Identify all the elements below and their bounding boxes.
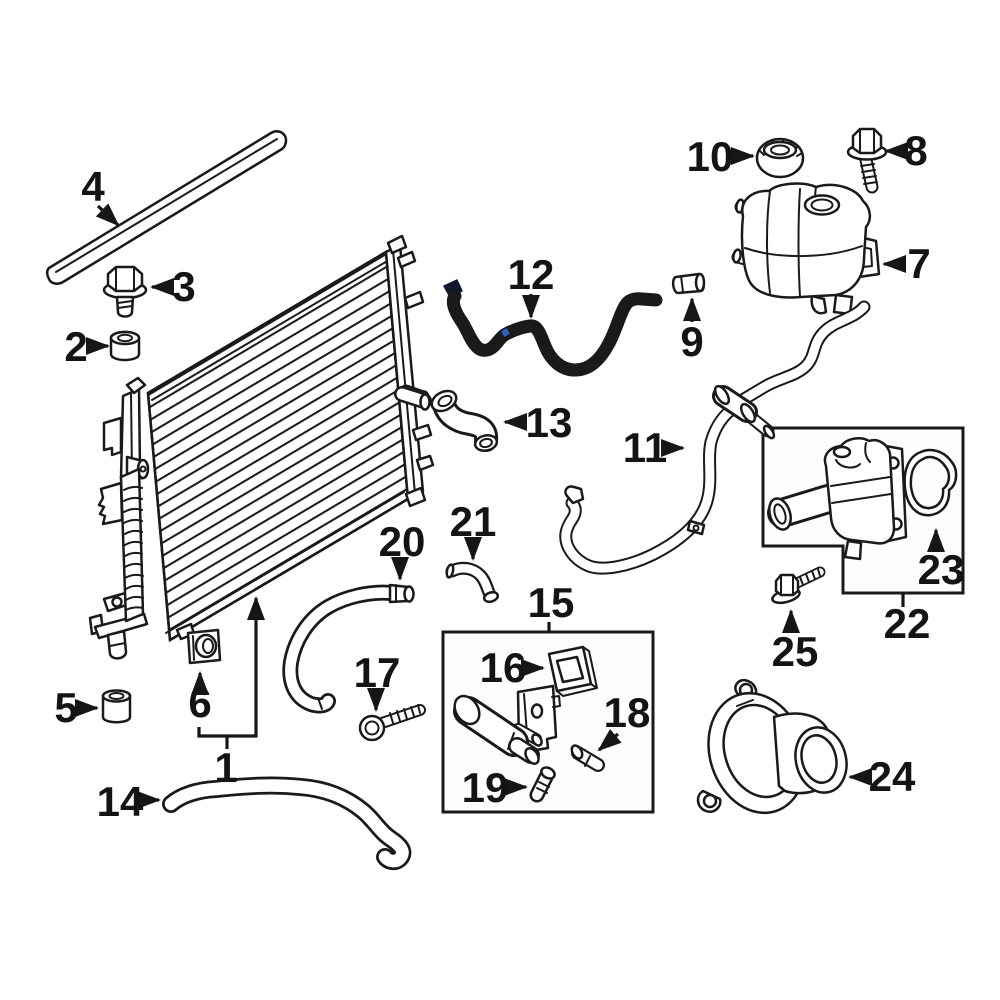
callout-11-label: 11 [623, 424, 667, 471]
callout-17-label: 17 [354, 649, 401, 696]
callout-25-label: 25 [772, 628, 819, 675]
part-20-hose-drawing [282, 583, 415, 714]
callout-4-label: 4 [81, 163, 105, 210]
part-2-grommet-drawing [109, 330, 141, 362]
part-1-radiator-drawing [88, 234, 435, 660]
part-10-cap-drawing [755, 137, 805, 179]
part-4-deflector-strip-drawing [45, 130, 288, 285]
callout-10-label: 10 [687, 133, 734, 180]
part-19-fitting-drawing [529, 766, 556, 803]
callout-7-label: 7 [907, 240, 930, 287]
part-24-water-outlet-drawing [696, 678, 848, 815]
part-18-fitting-drawing [570, 744, 605, 772]
callout-15-label: 15 [528, 579, 575, 626]
callout-22-label: 22 [884, 600, 931, 647]
leader-4 [95, 203, 120, 227]
part-22-group-box [761, 426, 965, 595]
callout-2-label: 2 [64, 323, 87, 370]
callout-18-label: 18 [604, 689, 651, 736]
callout-12-label: 12 [508, 251, 555, 298]
part-17-bolt-drawing [358, 704, 426, 742]
callout-24-label: 24 [869, 753, 916, 800]
callout-19-label: 19 [462, 764, 509, 811]
callout-1-label: 1 [214, 744, 237, 791]
callout-16-label: 16 [480, 644, 527, 691]
part-23-seal-gasket-drawing [903, 448, 958, 517]
callout-8-label: 8 [904, 127, 927, 174]
callout-9-label: 9 [680, 318, 703, 365]
callout-labels: 1 2 3 4 5 6 7 8 9 10 11 12 13 14 15 16 1… [54, 127, 964, 825]
callout-6-label: 6 [188, 679, 211, 726]
callout-leader-lines [75, 142, 945, 809]
part-8-bolt-drawing [846, 127, 888, 194]
part-5-bushing-drawing [101, 689, 132, 724]
part-25-bolt-drawing [771, 566, 826, 605]
part-12-clip-tab [498, 325, 513, 340]
thermostat-housing-drawing [767, 437, 908, 561]
part-14-lower-hose-drawing [162, 776, 412, 871]
part-3-bolt-drawing [102, 265, 148, 318]
part-15-group-box [441, 630, 655, 814]
callout-5-label: 5 [54, 684, 77, 731]
part-21-elbow-hose-drawing [445, 561, 500, 604]
callout-20-label: 20 [379, 518, 426, 565]
callout-23-label: 23 [918, 546, 965, 593]
leader-18 [597, 728, 622, 752]
part-11-hose-assembly-drawing [559, 300, 871, 575]
callout-14-label: 14 [97, 778, 144, 825]
part-6-drain-plug-drawing [175, 622, 222, 665]
callout-21-label: 21 [450, 498, 497, 545]
callout-13-label: 13 [526, 399, 573, 446]
part-12-joint-line [540, 341, 548, 354]
part-12-highlighted-hose-drawing [443, 279, 663, 377]
callout-3-label: 3 [172, 263, 195, 310]
thermostat-unit-drawing [453, 684, 561, 765]
part-7-reservoir-drawing [731, 182, 881, 316]
part-13-elbow-hose-drawing [394, 386, 499, 452]
part-16-gasket-drawing [547, 645, 598, 697]
part-9-fitting-drawing [671, 272, 706, 295]
